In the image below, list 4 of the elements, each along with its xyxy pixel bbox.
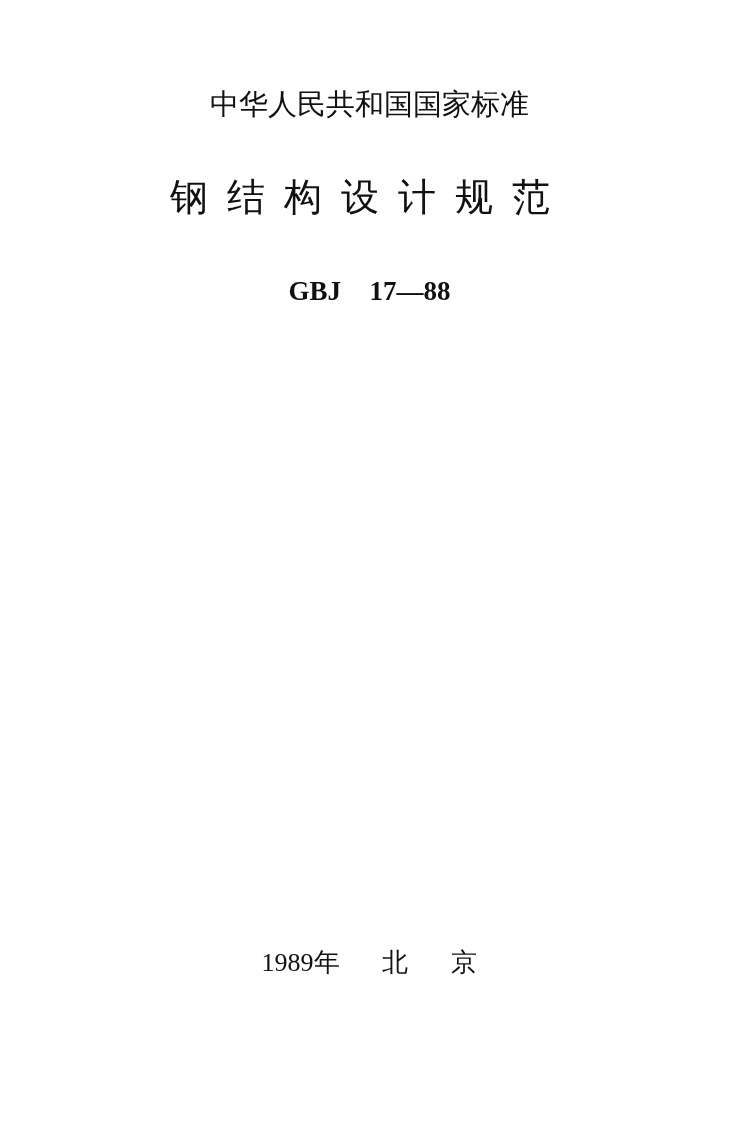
publication-line: 1989年 北 京 (261, 947, 478, 979)
standard-code: GBJ 17—88 (288, 275, 451, 308)
document-title: 钢结构设计规范 (170, 175, 569, 221)
standard-category: 中华人民共和国国家标准 (210, 87, 529, 122)
